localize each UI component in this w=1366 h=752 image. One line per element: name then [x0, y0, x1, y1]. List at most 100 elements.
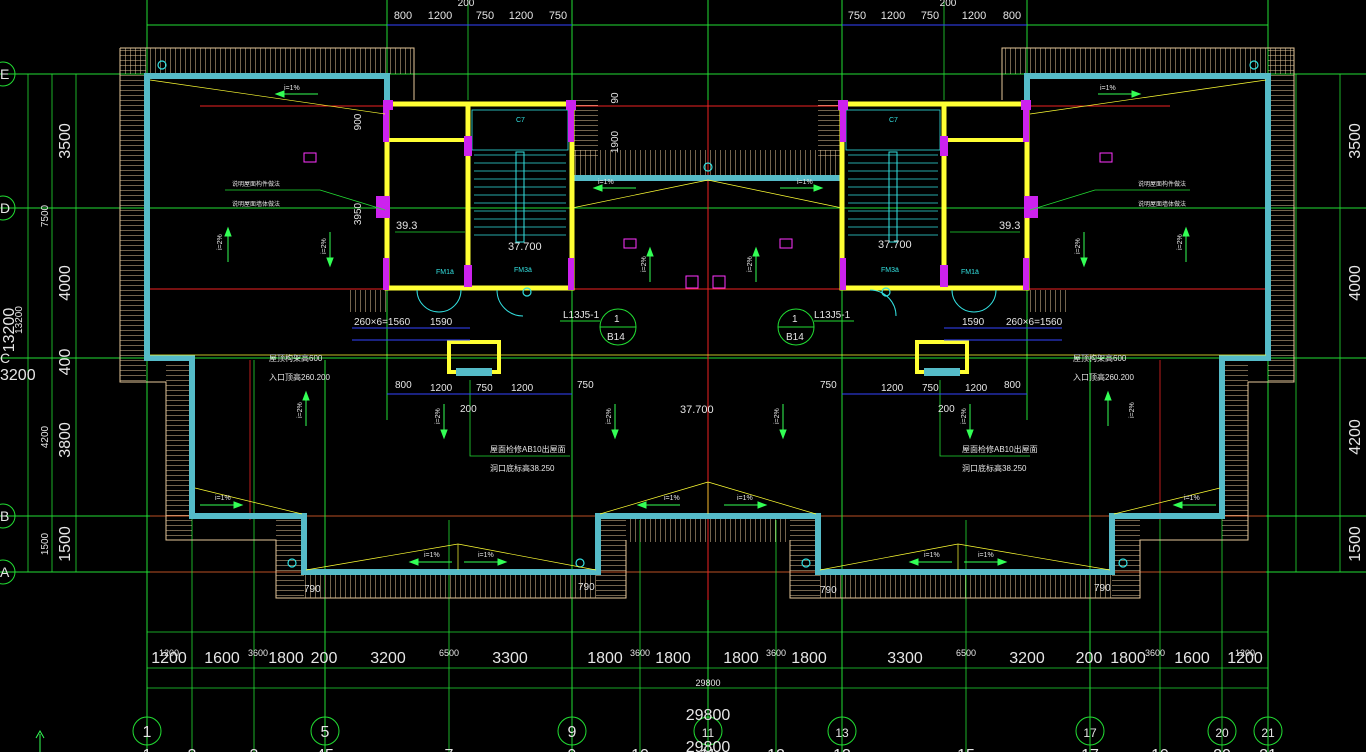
axis-num-11: 11 [702, 726, 715, 740]
bdim-9: 1800 [723, 650, 759, 667]
elev-right-room: 39.3 [999, 220, 1020, 232]
interior-dimension-text: 900 3950 90 1900 260×6=1560 1590 1590 26… [304, 92, 1111, 596]
left-dim-3200: 3200 [0, 367, 36, 384]
axis-b-2: 2 [188, 747, 197, 752]
bsm-8: 1200 [1235, 648, 1255, 658]
elev-left-room: 39.3 [396, 220, 417, 232]
mid-dim-r5: 800 [1004, 380, 1021, 391]
slope-v-8: i=2% [435, 408, 442, 424]
left-dim-1500s: 1500 [40, 532, 51, 555]
right-dim-4200: 4200 [1347, 419, 1364, 455]
left-dim-3800: 3800 [57, 422, 74, 458]
label-c7-left: C7 [516, 117, 525, 124]
top-dim-r1: 750 [848, 10, 866, 22]
slope-v-3: i=2% [1075, 238, 1082, 254]
slope-v-2: i=2% [321, 238, 328, 254]
slope-lbl-1: i=1% [284, 85, 300, 92]
bottom-dimension-small: 1200 3600 6500 3600 3600 6500 3600 1200 … [159, 648, 1255, 688]
elev-left-stair: 37.700 [508, 241, 542, 253]
stair-dim-right-a: 1590 [962, 317, 985, 328]
roof-drains [157, 60, 1259, 568]
mid-dim-r4: 1200 [965, 383, 988, 394]
right-dimension-text: 3500 4000 4200 1500 [1347, 123, 1364, 562]
bdim-overall: 29800 [686, 707, 731, 724]
ab810-left-2: 洞口底标高38.250 [490, 463, 555, 473]
bottom-dimension-text: 1200 1600 1800 200 3200 3300 1800 1800 1… [151, 650, 1263, 667]
bdim-11: 3300 [887, 650, 923, 667]
axis-b-10: 10 [631, 747, 649, 752]
right-dim-4000: 4000 [1347, 265, 1364, 301]
mid-dim-r-200: 200 [938, 404, 955, 415]
mid-dim-l3: 750 [476, 383, 493, 394]
top-dim-r-overall: 200 [940, 0, 957, 9]
slope-v-5: i=2% [641, 256, 648, 272]
slope-v-7: i=2% [297, 402, 304, 418]
dimension-lines [147, 24, 1268, 395]
slope-v-6: i=2% [747, 256, 754, 272]
bottom-dim-lines [147, 631, 1268, 689]
wall-note-right-2: 说明屋面墙体做法 [1138, 200, 1186, 208]
slope-v-9: i=2% [606, 408, 613, 424]
bottom-790-2: 790 [578, 582, 595, 593]
mid-dim-r3: 750 [922, 383, 939, 394]
wall-note-left: 说明屋面构件做法 [232, 180, 280, 188]
left-dim-7500: 7500 [40, 204, 51, 227]
bottom-790-4: 790 [1094, 583, 1111, 594]
detail-symbols [560, 308, 854, 346]
top-dim-r2: 1200 [881, 10, 905, 22]
bdim-14: 1800 [1110, 650, 1146, 667]
slope-lbl-10: i=1% [978, 552, 994, 559]
leader-lines [225, 189, 1190, 457]
elev-right-stair: 37.700 [878, 239, 912, 251]
axis-b-45: 45 [316, 747, 334, 752]
bdim-7: 1800 [587, 650, 623, 667]
axis-letter-a: A [0, 564, 10, 580]
slope-lbl-5: i=1% [215, 495, 231, 502]
int-dim-1900: 1900 [610, 130, 621, 153]
bdim-1: 1200 [151, 650, 187, 667]
stair-dim-right-b: 260×6=1560 [1006, 317, 1063, 328]
axis-b-13: 13 [833, 747, 851, 752]
mid-dim-r2: 1200 [881, 383, 904, 394]
int-dim-900: 900 [353, 113, 364, 130]
bdim-overall-2: 29800 [686, 739, 731, 752]
axis-b-19: 19 [1151, 747, 1169, 752]
right-dim-3500: 3500 [1347, 123, 1364, 159]
axis-num-9: 9 [568, 724, 577, 741]
axis-b-20: 20 [1213, 747, 1231, 752]
bottom-790-1: 790 [304, 584, 321, 595]
height-note-right-2: 入口顶高260.200 [1073, 372, 1134, 382]
label-fm1-left: FM1ä [436, 269, 454, 276]
label-fm1-right: FM1ä [961, 269, 979, 276]
right-dim-1500: 1500 [1347, 526, 1364, 562]
axis-num-13: 13 [835, 726, 849, 740]
detail-ref-left: L13J5-1 [563, 310, 600, 321]
slope-v-1: i=2% [217, 234, 224, 250]
slope-v-12: i=2% [1129, 402, 1136, 418]
ab810-left: 屋面检修AB10出屋面 [490, 444, 566, 454]
axis-b-9: 9 [568, 747, 577, 752]
height-note-left-2: 入口顶高260.200 [269, 372, 330, 382]
label-fm3-right: FM3ä [881, 267, 899, 274]
mid-dim-l2: 1200 [430, 383, 453, 394]
axis-num-21: 21 [1261, 726, 1275, 740]
annotation-labels: C7 C7 FM3ä FM3ä FM1ä FM1ä L13J5-1 L13J5-… [215, 85, 1200, 559]
left-dim-4200: 4200 [40, 425, 51, 448]
ab810-right: 屋面检修AB10出屋面 [962, 444, 1038, 454]
top-dim-l5: 750 [549, 10, 567, 22]
axis-b-11: 11 [700, 747, 717, 752]
axis-num-17: 17 [1083, 726, 1097, 740]
label-fm3-left: FM3ä [514, 267, 532, 274]
doors [416, 289, 997, 317]
stair-dim-left-b: 1590 [430, 317, 453, 328]
axis-b-21: 21 [1259, 747, 1277, 752]
slope-v-11: i=2% [961, 408, 968, 424]
bsm-1: 1200 [159, 648, 179, 658]
left-dim-13200s: 13200 [14, 306, 25, 334]
left-dim-4000: 4000 [57, 265, 74, 301]
elev-center: 37.700 [680, 404, 714, 416]
top-dimension-text: 800 1200 750 1200 750 200 750 1200 750 1… [394, 0, 1021, 22]
slope-lbl-8: i=1% [478, 552, 494, 559]
top-dim-l2: 1200 [428, 10, 452, 22]
bdim-4: 200 [311, 650, 338, 667]
